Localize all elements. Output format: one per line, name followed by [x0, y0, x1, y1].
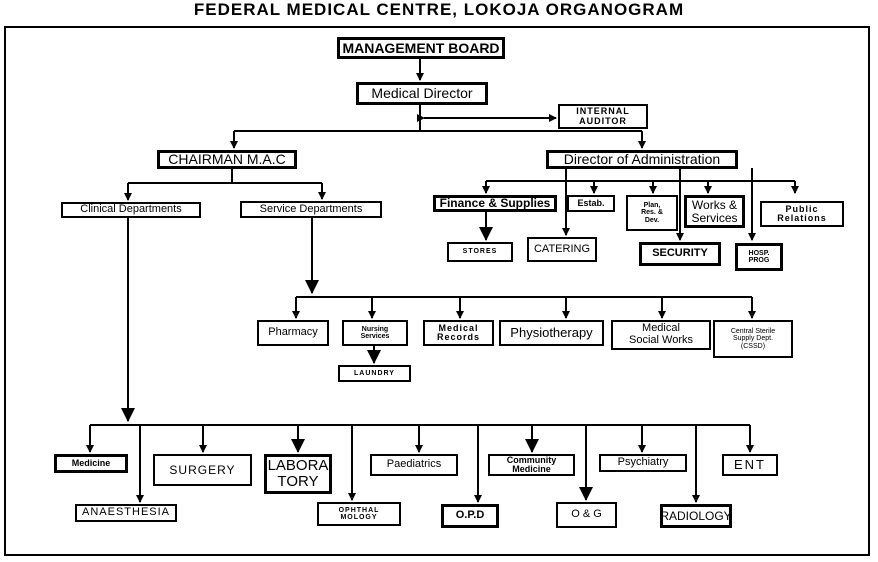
paediatrics-box: Paediatrics	[370, 454, 458, 476]
radiology-box: RADIOLOGY	[660, 504, 732, 528]
nursing-services-box: Nursing Services	[342, 320, 408, 346]
laboratory-box: LABORA TORY	[264, 454, 332, 494]
cssd-box: Central Sterile Supply Dept. (CSSD)	[713, 320, 793, 358]
director-administration-box: Director of Administration	[546, 150, 738, 169]
hosp-prog-box: HOSP. PROG	[735, 243, 783, 271]
medicine-box: Medicine	[54, 454, 128, 473]
works-services-box: Works & Services	[684, 195, 745, 228]
chairman-mac-box: CHAIRMAN M.A.C	[157, 150, 297, 169]
management-board-box: MANAGEMENT BOARD	[337, 37, 505, 59]
surgery-box: SURGERY	[153, 454, 252, 486]
opd-box: O.P.D	[441, 504, 499, 528]
security-box: SECURITY	[639, 242, 721, 266]
medical-records-box: Medical Records	[423, 320, 494, 346]
public-relations-box: Public Relations	[760, 201, 844, 227]
pharmacy-box: Pharmacy	[257, 320, 329, 346]
o-and-g-box: O & G	[556, 502, 617, 528]
laundry-box: LAUNDRY	[338, 365, 411, 382]
ent-box: ENT	[722, 454, 778, 476]
page-title: FEDERAL MEDICAL CENTRE, LOKOJA ORGANOGRA…	[193, 0, 685, 19]
psychiatry-box: Psychiatry	[599, 454, 687, 472]
stores-box: STORES	[447, 242, 513, 262]
clinical-departments-box: Clinical Departments	[61, 202, 201, 218]
plan-res-dev-box: Plan, Res. & Dev.	[626, 195, 678, 231]
estab-box: Estab.	[567, 195, 615, 212]
ophthalmology-box: OPHTHAL MOLOGY	[317, 502, 401, 526]
catering-box: CATERING	[527, 237, 597, 262]
finance-supplies-box: Finance & Supplies	[433, 195, 557, 212]
diagram-frame	[4, 26, 870, 556]
anaesthesia-box: ANAESTHESIA	[75, 504, 177, 522]
service-departments-box: Service Departments	[240, 201, 382, 218]
physiotherapy-box: Physiotherapy	[499, 320, 604, 346]
medical-director-box: Medical Director	[356, 82, 488, 105]
internal-auditor-box: INTERNAL AUDITOR	[558, 104, 648, 129]
medical-social-works-box: Medical Social Works	[611, 320, 711, 350]
community-medicine-box: Community Medicine	[488, 454, 575, 476]
